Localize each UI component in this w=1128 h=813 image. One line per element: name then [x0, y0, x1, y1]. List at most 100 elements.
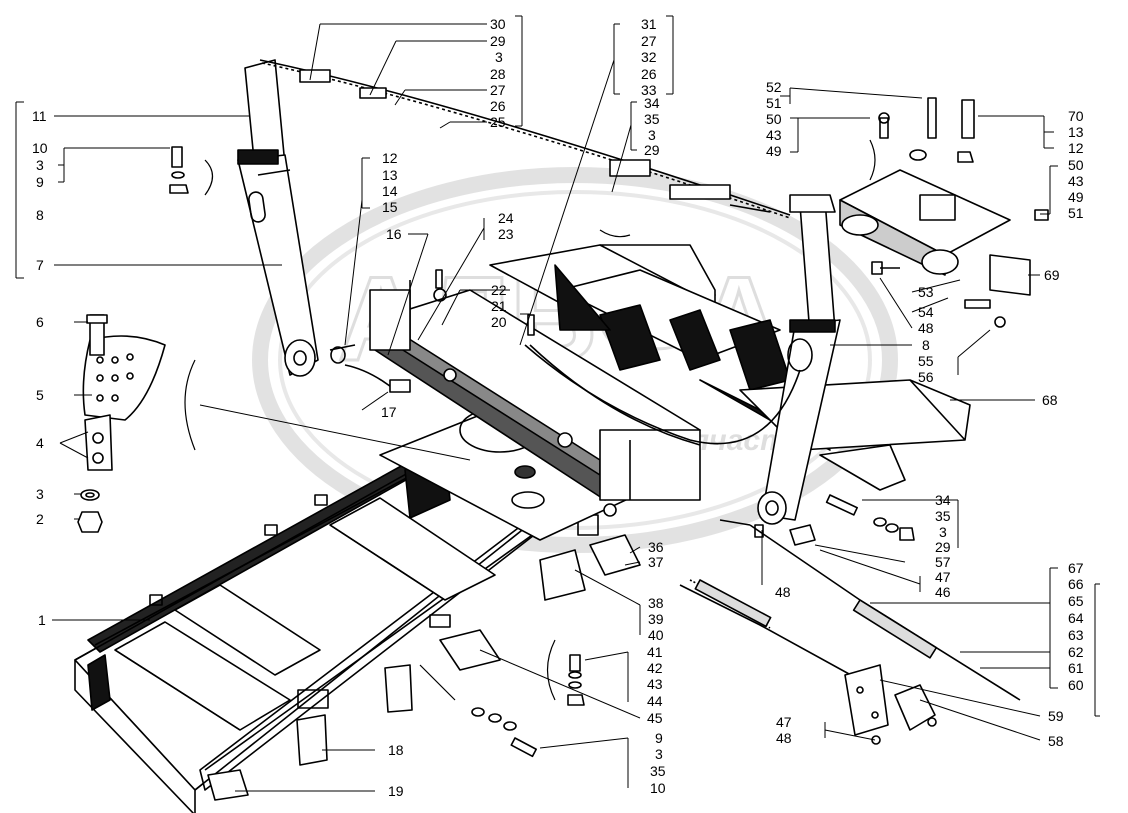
callout-10: 10 — [650, 780, 666, 796]
callout-43: 43 — [1068, 173, 1084, 189]
callout-64: 64 — [1068, 610, 1084, 626]
callout-47: 47 — [935, 569, 951, 585]
callout-60: 60 — [1068, 677, 1084, 693]
callout-17: 17 — [381, 404, 397, 420]
tipping-mechanism — [839, 97, 1049, 328]
callout-27: 27 — [490, 82, 506, 98]
callout-46: 46 — [935, 584, 951, 600]
callout-49: 49 — [766, 143, 782, 159]
callout-65: 65 — [1068, 593, 1084, 609]
callout-34: 34 — [935, 492, 951, 508]
callout-1: 1 — [38, 612, 46, 628]
callout-3: 3 — [36, 157, 44, 173]
callout-55: 55 — [918, 353, 934, 369]
callout-69: 69 — [1044, 267, 1060, 283]
callout-21: 21 — [491, 298, 507, 314]
detail-arcs — [184, 139, 876, 701]
callout-9: 9 — [655, 730, 663, 746]
small-bolts-left — [169, 146, 189, 194]
callout-14: 14 — [382, 183, 398, 199]
callout-7: 7 — [36, 257, 44, 273]
callout-47: 47 — [776, 714, 792, 730]
callout-70: 70 — [1068, 108, 1084, 124]
top-cable — [259, 59, 791, 219]
callout-40: 40 — [648, 627, 664, 643]
callout-66: 66 — [1068, 576, 1084, 592]
callout-53: 53 — [918, 284, 934, 300]
callout-15: 15 — [382, 199, 398, 215]
callout-3: 3 — [36, 486, 44, 502]
callout-59: 59 — [1048, 708, 1064, 724]
callout-26: 26 — [641, 66, 657, 82]
callout-39: 39 — [648, 611, 664, 627]
callout-36: 36 — [648, 539, 664, 555]
leader-lines — [15, 15, 1100, 792]
callout-9: 9 — [36, 174, 44, 190]
callout-29: 29 — [490, 33, 506, 49]
callout-44: 44 — [647, 693, 663, 709]
callout-3: 3 — [655, 746, 663, 762]
callout-50: 50 — [1068, 157, 1084, 173]
callout-25: 25 — [490, 114, 506, 130]
callout-56: 56 — [918, 369, 934, 385]
bracket-plate — [77, 314, 166, 533]
callout-22: 22 — [491, 282, 507, 298]
callout-23: 23 — [498, 226, 514, 242]
callout-11: 11 — [32, 108, 47, 124]
callout-41: 41 — [647, 644, 663, 660]
callout-63: 63 — [1068, 627, 1084, 643]
callout-8: 8 — [36, 207, 44, 223]
callout-62: 62 — [1068, 644, 1084, 660]
callout-26: 26 — [490, 98, 506, 114]
callout-31: 31 — [641, 16, 657, 32]
callout-51: 51 — [1068, 205, 1084, 221]
callout-27: 27 — [641, 33, 657, 49]
callout-34: 34 — [644, 95, 660, 111]
callout-52: 52 — [766, 79, 782, 95]
right-hinge-arm — [757, 194, 841, 525]
callout-57: 57 — [935, 554, 951, 570]
callout-48: 48 — [775, 584, 791, 600]
callout-37: 37 — [648, 554, 664, 570]
callout-labels: 30 29 3 28 27 26 25 31 27 32 26 33 34 35… — [32, 16, 1084, 799]
callout-45: 45 — [647, 710, 663, 726]
callout-12: 12 — [1068, 140, 1084, 156]
callout-54: 54 — [918, 304, 934, 320]
callout-5: 5 — [36, 387, 44, 403]
callout-18: 18 — [388, 742, 404, 758]
callout-28: 28 — [490, 66, 506, 82]
callout-13: 13 — [382, 167, 398, 183]
callout-13: 13 — [1068, 124, 1084, 140]
bolts-bottom — [207, 654, 585, 801]
callout-12: 12 — [382, 150, 398, 166]
callout-35: 35 — [644, 111, 660, 127]
callout-50: 50 — [766, 111, 782, 127]
bolts-right — [825, 494, 915, 541]
callout-58: 58 — [1048, 733, 1064, 749]
callout-48: 48 — [776, 730, 792, 746]
callout-20: 20 — [491, 314, 507, 330]
spring-assemblies — [679, 519, 1021, 745]
callout-51: 51 — [766, 95, 782, 111]
callout-68: 68 — [1042, 392, 1058, 408]
callout-29: 29 — [644, 142, 660, 158]
small-parts-left — [344, 269, 535, 393]
callout-4: 4 — [36, 435, 44, 451]
callout-24: 24 — [498, 210, 514, 226]
callout-2: 2 — [36, 511, 44, 527]
callout-49: 49 — [1068, 189, 1084, 205]
callout-16: 16 — [386, 226, 402, 242]
callout-30: 30 — [490, 16, 506, 32]
callout-61: 61 — [1068, 660, 1084, 676]
brackets-36-40 — [439, 534, 641, 671]
callout-48: 48 — [918, 320, 934, 336]
callout-29: 29 — [935, 539, 951, 555]
callout-10: 10 — [32, 140, 48, 156]
lower-cable — [524, 344, 801, 446]
callout-43: 43 — [647, 676, 663, 692]
callout-67: 67 — [1068, 560, 1084, 576]
callout-43: 43 — [766, 127, 782, 143]
callout-38: 38 — [648, 595, 664, 611]
callout-32: 32 — [641, 49, 657, 65]
